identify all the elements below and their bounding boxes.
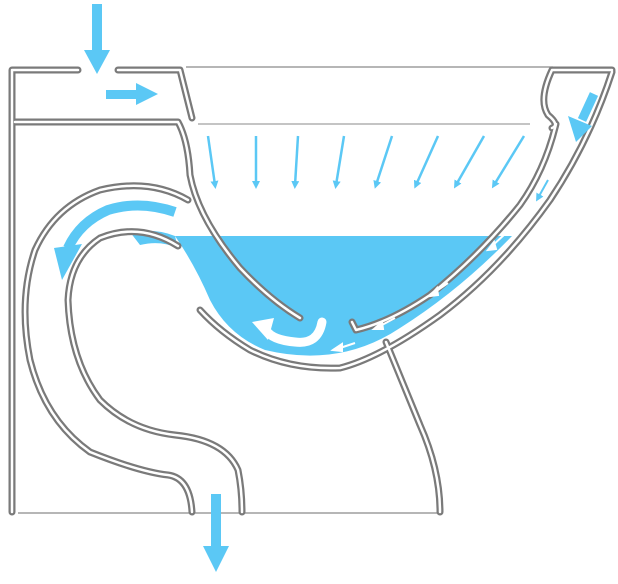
- siphon-jet-arrow-icon: [568, 92, 599, 142]
- jet-channel-white-arrows: [330, 233, 506, 353]
- rim-channel-arrow-icon: [106, 83, 158, 105]
- rim-jet-arrow-icon: [373, 135, 394, 189]
- jet-channel-arrows: [536, 179, 549, 202]
- trapway-arrow-icon: [54, 200, 177, 280]
- rim-jet-arrow-icon: [332, 135, 346, 189]
- rim-jet-arrow-icon: [413, 135, 440, 189]
- rim-jet-arrow-icon: [454, 135, 486, 189]
- inlet-arrow-icon: [84, 4, 110, 74]
- pedestal-front: [382, 338, 444, 516]
- outlet-arrow-icon: [203, 494, 229, 572]
- rim-jet-arrow-icon: [206, 135, 219, 189]
- rim-jet-arrow-icon: [291, 135, 300, 189]
- rim-jet-arrows: [206, 135, 526, 189]
- rim-jet-arrow-icon: [491, 135, 526, 189]
- jet-channel-arrow-icon: [536, 179, 549, 202]
- bowl-swirl-arrow-icon: [252, 317, 327, 347]
